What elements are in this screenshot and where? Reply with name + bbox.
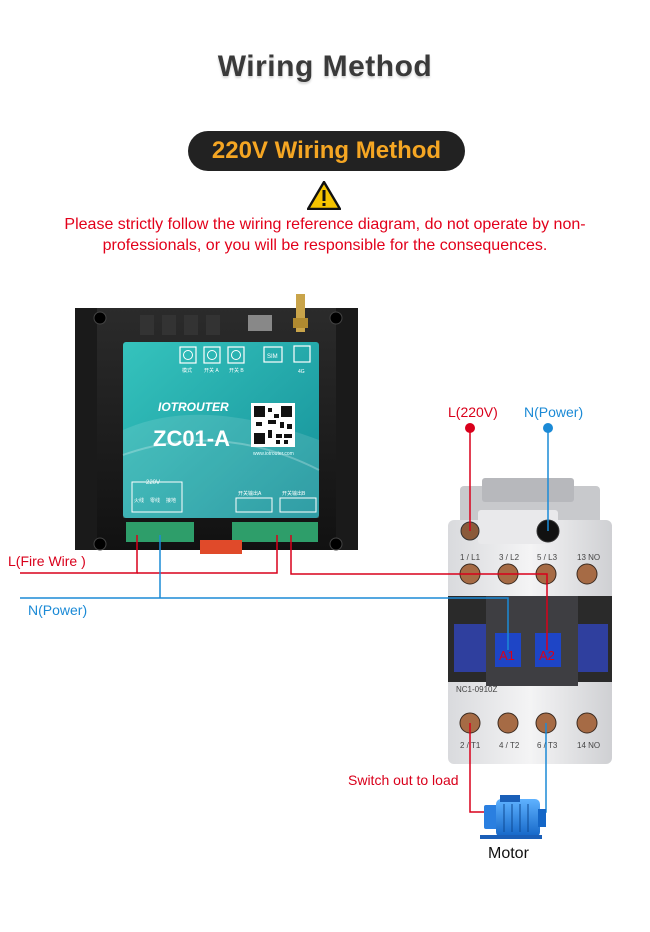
- motor-icon: [480, 795, 546, 839]
- controller-brand: IOTROUTER: [158, 400, 229, 414]
- terminal-top-3: 3 / L2: [499, 553, 520, 562]
- label-motor: Motor: [488, 845, 529, 862]
- contactor-model: NC1-0910Z: [456, 685, 497, 694]
- button-label-b: 开关 B: [229, 367, 244, 374]
- n-power-dot: [543, 423, 553, 433]
- terminal-bottom-6: 6 / T3: [537, 741, 558, 750]
- label-l-fire-wire: L(Fire Wire ): [8, 553, 86, 569]
- controller-device: [75, 294, 358, 554]
- label-switch-out: Switch out to load: [348, 772, 459, 788]
- wire-output-b-a2: [290, 535, 548, 650]
- voltage-label: 220V: [146, 480, 160, 486]
- terminal-bottom-14: 14 NO: [577, 741, 600, 750]
- coil-a1: A1: [499, 648, 515, 663]
- wire-n-a1: [20, 597, 509, 650]
- coil-a2: A2: [539, 648, 555, 663]
- terminal-top-13: 13 NO: [577, 553, 600, 562]
- label-n-power-left: N(Power): [28, 602, 88, 618]
- wire-l-jumper: [137, 535, 278, 574]
- sim-label: SIM: [267, 354, 278, 360]
- terminal-top-5: 5 / L3: [537, 553, 558, 562]
- terminal-label-n: 零线: [150, 497, 160, 504]
- terminal-label-l: 火线: [134, 497, 144, 504]
- label-l-220v: L(220V): [448, 404, 498, 420]
- label-n-power-top: N(Power): [524, 404, 584, 420]
- contactor: [448, 478, 612, 764]
- section-badge: 220V Wiring Method: [188, 131, 465, 171]
- signal-label: 4G: [298, 369, 305, 375]
- terminal-bottom-4: 4 / T2: [499, 741, 520, 750]
- terminal-label-g: 接地: [166, 497, 176, 504]
- button-label-a: 开关 A: [204, 367, 219, 374]
- controller-model: ZC01-A: [153, 426, 230, 451]
- output-a-label: 开关输出A: [238, 490, 262, 497]
- controller-website: www.iotrouter.com: [253, 451, 294, 457]
- warning-icon: [307, 181, 341, 210]
- warning-text: Please strictly follow the wiring refere…: [64, 216, 586, 254]
- button-label-mode: 模式: [182, 367, 192, 374]
- output-b-label: 开关输出B: [282, 490, 306, 497]
- page-title: Wiring Method: [217, 50, 433, 83]
- l-220v-dot: [465, 423, 475, 433]
- terminal-top-1: 1 / L1: [460, 553, 481, 562]
